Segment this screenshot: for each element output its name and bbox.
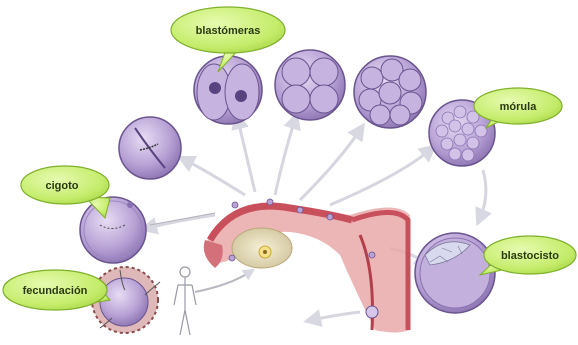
arrow-to-zygote xyxy=(148,215,215,228)
arrow-to-4cell xyxy=(275,120,295,195)
label-cigoto: cigoto xyxy=(46,180,79,192)
label-morula: mórula xyxy=(500,101,538,113)
four-cell-stage xyxy=(275,50,345,120)
arrow-implantation xyxy=(312,312,360,320)
arrow-morula-to-blastocyst xyxy=(480,170,486,218)
label-blastomeras: blastómeras xyxy=(196,25,261,37)
arrow-to-blastomeres xyxy=(238,120,255,192)
arrow-to-8cell xyxy=(300,130,360,200)
label-bubble-blastocisto: blastocisto xyxy=(480,236,576,275)
arrow-to-morula xyxy=(330,150,430,205)
label-blastocisto: blastocisto xyxy=(501,250,559,262)
arrow-figure-to-uterus xyxy=(195,272,250,292)
arrow-to-2cell xyxy=(185,160,245,195)
zygote-cell xyxy=(80,197,146,263)
eight-cell-stage xyxy=(354,56,426,128)
uterus-illustration xyxy=(204,199,410,333)
human-figure-icon xyxy=(174,267,196,335)
label-fecundacion: fecundación xyxy=(23,285,88,297)
two-cell-stage xyxy=(119,117,181,179)
blastomere-cell xyxy=(194,56,262,124)
zygote-leader-line xyxy=(150,213,215,225)
